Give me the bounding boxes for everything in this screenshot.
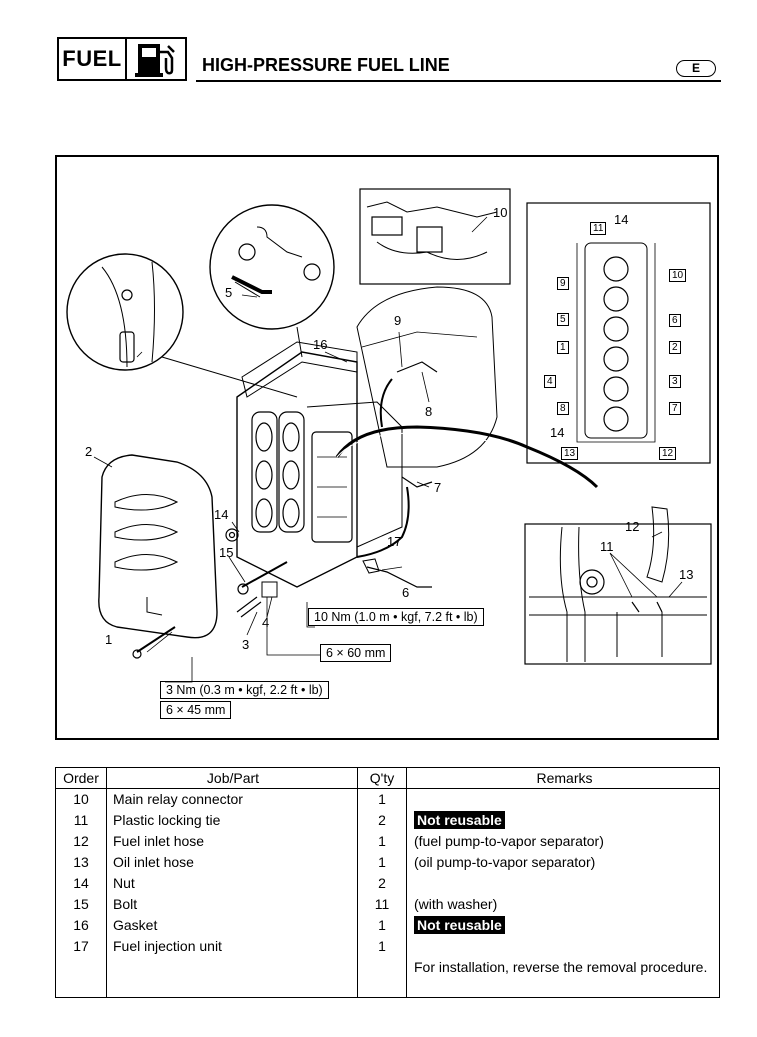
section-tab: FUEL bbox=[57, 37, 187, 81]
callout-10: 10 bbox=[493, 205, 508, 220]
callout-4: 4 bbox=[262, 615, 270, 630]
table-row: 11 Plastic locking tie 2 Not reusable bbox=[55, 810, 720, 831]
table-row: 13 Oil inlet hose 1 (oil pump-to-vapor s… bbox=[55, 852, 720, 873]
row-qty: 1 bbox=[357, 831, 407, 852]
callout-12: 12 bbox=[625, 519, 640, 534]
row-part: Oil inlet hose bbox=[106, 852, 358, 873]
table-row: 16 Gasket 1 Not reusable bbox=[55, 915, 720, 936]
header-job-part: Job/Part bbox=[106, 767, 358, 789]
parts-table: Order Job/Part Q'ty Remarks 10 Main rela… bbox=[55, 767, 720, 998]
inset-label-4: 4 bbox=[544, 375, 556, 388]
inset-label-6: 6 bbox=[669, 314, 681, 327]
bolt-size-6x45: 6 × 45 mm bbox=[160, 701, 232, 719]
row-order: 13 bbox=[55, 852, 107, 873]
row-order: 16 bbox=[55, 915, 107, 936]
installation-note: For installation, reverse the removal pr… bbox=[414, 959, 708, 975]
row-part: Gasket bbox=[106, 915, 358, 936]
exploded-diagram: 1 2 3 4 5 6 7 8 9 10 11 12 13 14 15 16 1… bbox=[55, 155, 719, 740]
inset-label-7: 7 bbox=[669, 402, 681, 415]
row-part: Fuel injection unit bbox=[106, 936, 358, 957]
inset-label-3: 3 bbox=[669, 375, 681, 388]
table-row: 15 Bolt 11 (with washer) bbox=[55, 894, 720, 915]
table-row: 17 Fuel injection unit 1 bbox=[55, 936, 720, 957]
row-qty: 1 bbox=[357, 788, 407, 810]
callout-1: 1 bbox=[105, 632, 113, 647]
callout-16: 16 bbox=[313, 337, 328, 352]
inset-label-11: 11 bbox=[590, 222, 607, 235]
inset-label-8: 8 bbox=[557, 402, 569, 415]
diagram-drawing bbox=[66, 188, 712, 683]
row-remark: Not reusable bbox=[406, 810, 720, 831]
inset-label-13: 13 bbox=[561, 447, 579, 460]
table-row: 14 Nut 2 bbox=[55, 873, 720, 894]
row-order: 11 bbox=[55, 810, 107, 831]
row-part: Nut bbox=[106, 873, 358, 894]
row-part: Bolt bbox=[106, 894, 358, 915]
callout-15: 15 bbox=[219, 545, 234, 560]
row-order: 14 bbox=[55, 873, 107, 894]
table-row: 12 Fuel inlet hose 1 (fuel pump-to-vapor… bbox=[55, 831, 720, 852]
row-remark: (with washer) bbox=[406, 894, 720, 915]
table-row: 10 Main relay connector 1 bbox=[55, 788, 720, 810]
row-qty: 2 bbox=[357, 810, 407, 831]
header-qty: Q'ty bbox=[357, 767, 407, 789]
header-order: Order bbox=[55, 767, 107, 789]
row-remark: Not reusable bbox=[406, 915, 720, 936]
callout-14: 14 bbox=[214, 507, 229, 522]
bolt-size-6x60: 6 × 60 mm bbox=[320, 644, 392, 662]
inset-label-2: 2 bbox=[669, 341, 681, 354]
not-reusable-badge: Not reusable bbox=[414, 811, 505, 829]
header-remarks: Remarks bbox=[406, 767, 720, 789]
inset-label-9: 9 bbox=[557, 277, 569, 290]
inset-label-1: 1 bbox=[557, 341, 569, 354]
inset-label-14-bottom: 14 bbox=[550, 425, 565, 440]
row-remark bbox=[406, 788, 720, 810]
callout-9: 9 bbox=[394, 313, 402, 328]
row-part: Plastic locking tie bbox=[106, 810, 358, 831]
callout-5: 5 bbox=[225, 285, 233, 300]
title-rule bbox=[196, 80, 721, 82]
page-title: HIGH-PRESSURE FUEL LINE bbox=[202, 55, 450, 75]
table-header-row: Order Job/Part Q'ty Remarks bbox=[55, 767, 720, 789]
row-part: Main relay connector bbox=[106, 788, 358, 810]
row-remark bbox=[406, 873, 720, 894]
inset-label-12: 12 bbox=[659, 447, 677, 460]
not-reusable-badge: Not reusable bbox=[414, 916, 505, 934]
row-order: 17 bbox=[55, 936, 107, 957]
torque-spec-10nm: 10 Nm (1.0 m • kgf, 7.2 ft • lb) bbox=[308, 608, 484, 626]
callout-2: 2 bbox=[85, 444, 93, 459]
row-qty: 11 bbox=[357, 894, 407, 915]
callout-13: 13 bbox=[679, 567, 694, 582]
section-label: FUEL bbox=[59, 39, 127, 79]
row-remark bbox=[406, 936, 720, 957]
callout-7: 7 bbox=[434, 480, 442, 495]
callout-17: 17 bbox=[387, 534, 402, 549]
callout-11: 11 bbox=[600, 539, 614, 554]
row-order: 12 bbox=[55, 831, 107, 852]
callout-6: 6 bbox=[402, 585, 410, 600]
inset-label-10: 10 bbox=[669, 269, 687, 282]
language-badge: E bbox=[676, 60, 716, 77]
row-qty: 1 bbox=[357, 915, 407, 936]
row-remark: (fuel pump-to-vapor separator) bbox=[406, 831, 720, 852]
row-qty: 1 bbox=[357, 852, 407, 873]
row-part: Fuel inlet hose bbox=[106, 831, 358, 852]
torque-spec-3nm: 3 Nm (0.3 m • kgf, 2.2 ft • lb) bbox=[160, 681, 329, 699]
inset-label-5: 5 bbox=[557, 313, 569, 326]
row-qty: 2 bbox=[357, 873, 407, 894]
inset-label-14-top: 14 bbox=[614, 212, 629, 227]
row-remark: (oil pump-to-vapor separator) bbox=[406, 852, 720, 873]
row-order: 10 bbox=[55, 788, 107, 810]
row-order: 15 bbox=[55, 894, 107, 915]
fuel-pump-icon bbox=[127, 39, 185, 79]
callout-8: 8 bbox=[425, 404, 433, 419]
row-qty: 1 bbox=[357, 936, 407, 957]
table-row: For installation, reverse the removal pr… bbox=[55, 957, 720, 998]
callout-3: 3 bbox=[242, 637, 250, 652]
